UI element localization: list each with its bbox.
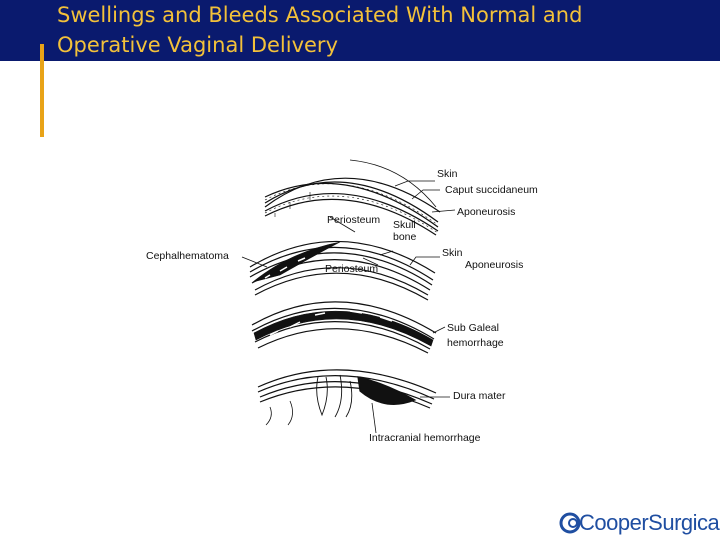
coopersurgical-logo-mark: [559, 512, 581, 534]
slide-title-line-1: Swellings and Bleeds Associated With Nor…: [57, 3, 583, 27]
panel-subgaleal: [251, 301, 437, 354]
label-periosteum-2: Periosteum: [325, 263, 378, 275]
label-cephalhematoma: Cephalhematoma: [146, 250, 229, 262]
label-periosteum-1: Periosteum: [327, 214, 380, 226]
label-aponeurosis-2: Aponeurosis: [465, 259, 523, 271]
label-skull: Skull: [393, 219, 416, 231]
label-sub-galeal-hemorrhage: Sub Galeal hemorrhage: [447, 322, 504, 349]
label-dura-mater: Dura mater: [453, 390, 506, 402]
panel-intracranial: [257, 369, 437, 426]
panel-cephalhematoma: [249, 240, 436, 301]
label-skin-1: Skin: [437, 168, 458, 180]
label-intracranial-hemorrhage: Intracranial hemorrhage: [369, 432, 481, 444]
label-aponeurosis-1: Aponeurosis: [457, 206, 515, 218]
label-hemorrhage: hemorrhage: [447, 337, 504, 349]
label-caput-succidaneum: Caput succidaneum: [445, 184, 538, 196]
label-sub-galeal: Sub Galeal: [447, 322, 499, 334]
title-bar: [0, 0, 720, 61]
coopersurgical-logo: CooperSurgical: [558, 508, 720, 538]
slide-title-line-2: Operative Vaginal Delivery: [57, 33, 338, 57]
accent-bar: [40, 44, 44, 137]
slide-title: Swellings and Bleeds Associated With Nor…: [57, 0, 707, 60]
logo-wordmark: CooperSurgical: [579, 510, 720, 535]
label-bone: bone: [393, 231, 417, 243]
label-skull-bone: Skull bone: [393, 219, 419, 243]
label-skin-2: Skin: [442, 247, 463, 259]
panel-caput-succidaneum: [264, 159, 441, 236]
scalp-layers-diagram: Skin Caput succidaneum Aponeurosis Perio…: [146, 159, 538, 444]
